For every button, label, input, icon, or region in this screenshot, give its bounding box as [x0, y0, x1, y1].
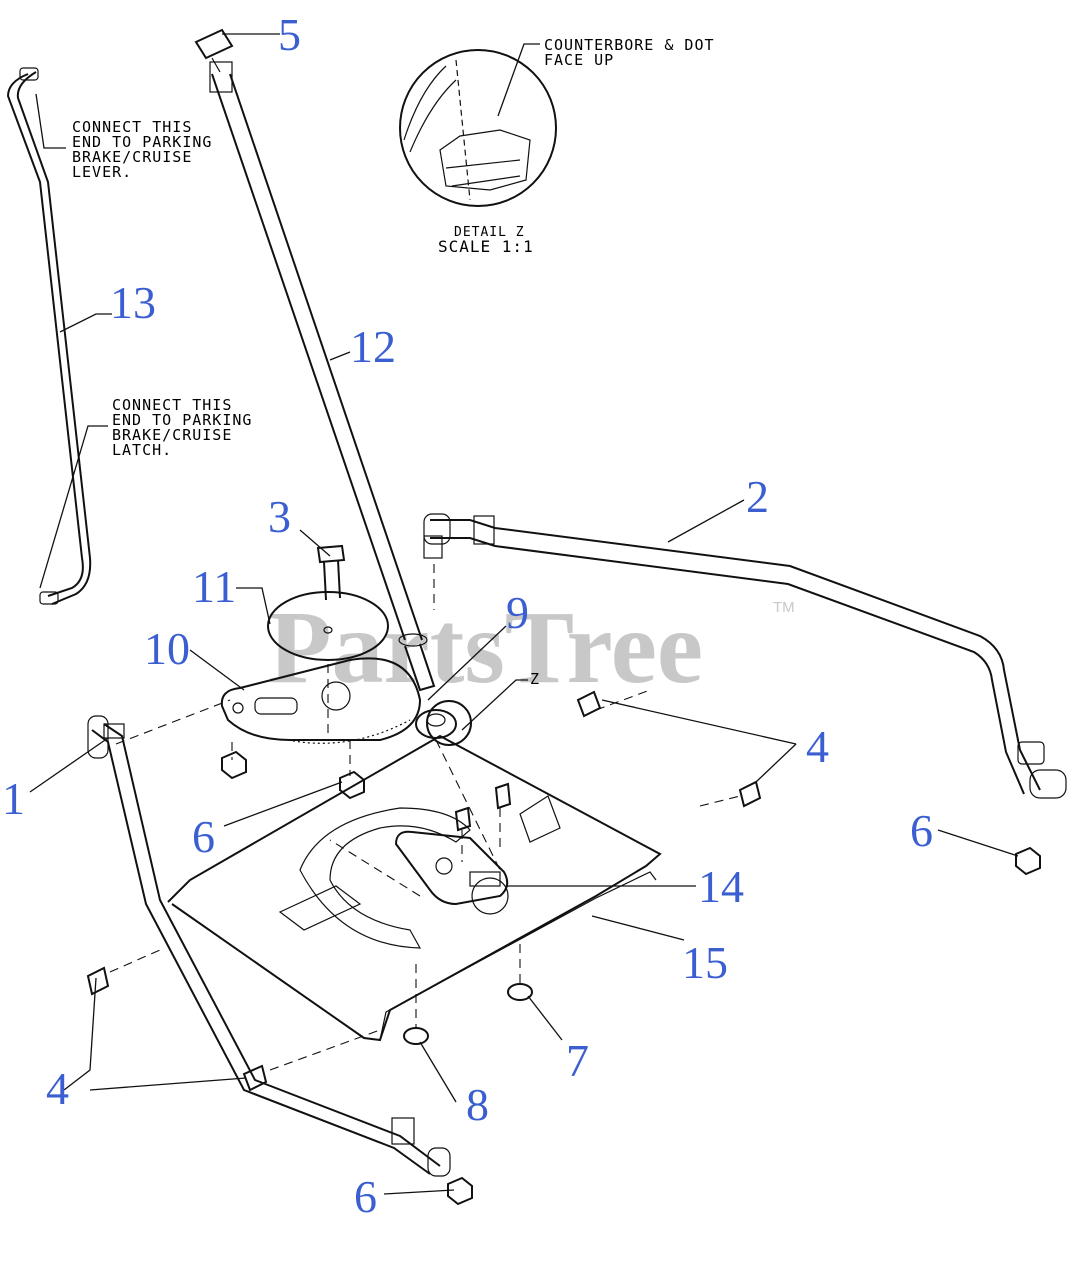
- hex-nut-6-bottom: [447, 1176, 473, 1206]
- callout-9: 9: [506, 587, 529, 638]
- steering-shaft: [209, 61, 436, 692]
- detail-scale: SCALE 1:1: [438, 237, 534, 256]
- watermark-tm: TM: [773, 599, 795, 616]
- watermark: PartsTree: [268, 590, 703, 705]
- detail-marker: Z: [530, 670, 540, 688]
- callout-1: 1: [2, 773, 25, 824]
- pinion-gear: [415, 709, 457, 739]
- note-latch: CONNECT THIS END TO PARKING BRAKE/CRUISE…: [112, 396, 252, 459]
- callout-7: 7: [566, 1035, 589, 1086]
- callout-10: 10: [144, 623, 190, 674]
- note-line: END TO PARKING: [112, 411, 252, 429]
- detail-z-view: [399, 49, 557, 746]
- note-line: LEVER.: [72, 163, 132, 181]
- pivot-bracket: [394, 830, 509, 906]
- callout-13: 13: [110, 277, 156, 328]
- callout-5: 5: [278, 9, 301, 60]
- detail-title: DETAIL Z: [454, 225, 525, 240]
- brake-cruise-rod: [6, 67, 92, 605]
- note-line: COUNTERBORE & DOT: [544, 36, 715, 54]
- note-lever: CONNECT THIS END TO PARKING BRAKE/CRUISE…: [72, 118, 212, 181]
- note-counterbore: COUNTERBORE & DOT FACE UP: [544, 36, 715, 69]
- note-line: LATCH.: [112, 441, 172, 459]
- hex-nut-10: [221, 750, 247, 780]
- bolt-plate-a: [454, 806, 472, 832]
- note-line: END TO PARKING: [72, 133, 212, 151]
- note-line: CONNECT THIS: [72, 118, 192, 136]
- callout-8: 8: [466, 1079, 489, 1130]
- callout-12: 12: [350, 321, 396, 372]
- assembly-lines: [109, 564, 741, 1071]
- callout-3: 3: [268, 491, 291, 542]
- mounting-plate: [167, 734, 662, 1042]
- washer-disc: [267, 591, 389, 661]
- callout-6-bottom: 6: [354, 1171, 377, 1222]
- note-line: BRAKE/CRUISE: [112, 426, 232, 444]
- callout-4-lower: 4: [46, 1063, 69, 1114]
- callout-14: 14: [698, 861, 744, 912]
- callout-11: 11: [192, 561, 236, 612]
- bolt-4-lower-b: [242, 1064, 268, 1092]
- drag-link: [423, 513, 1067, 799]
- note-detail: DETAIL Z SCALE 1:1: [438, 225, 534, 256]
- bolt-plate-b: [494, 782, 512, 810]
- callout-4-upper: 4: [806, 721, 829, 772]
- top-bolt: [194, 28, 234, 73]
- note-line: BRAKE/CRUISE: [72, 148, 192, 166]
- flange-nut-8: [403, 1027, 429, 1045]
- note-line: CONNECT THIS: [112, 396, 232, 414]
- hex-nut-6-right: [1015, 846, 1041, 876]
- flange-nut-7: [507, 983, 533, 1001]
- callout-numbers: 1 2 3 4 4 5 6 6 6 7 8 9 10 11 12 13 14 1…: [2, 9, 933, 1222]
- callout-6-right: 6: [910, 805, 933, 856]
- bolt-4-lower-a: [86, 966, 110, 996]
- callout-2: 2: [746, 471, 769, 522]
- hex-nut-6-left: [339, 770, 365, 800]
- callout-15: 15: [682, 937, 728, 988]
- callout-6-left: 6: [192, 811, 215, 862]
- bolt-4-upper-b: [738, 780, 762, 808]
- leader-lines: [29, 33, 1019, 1195]
- note-line: FACE UP: [544, 51, 614, 69]
